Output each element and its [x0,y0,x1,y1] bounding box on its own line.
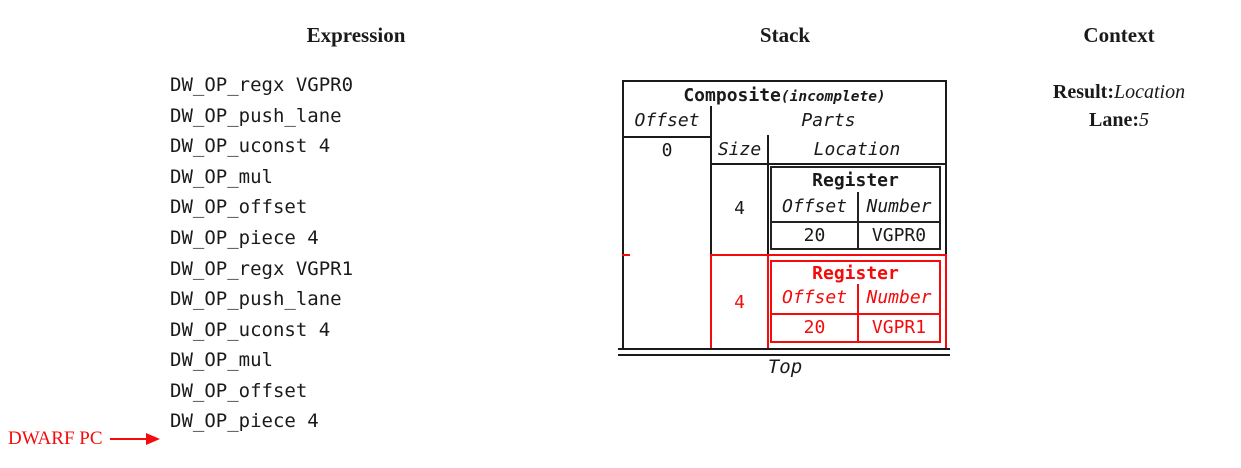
part1-register-number-header: Number [866,195,932,217]
composite-title: Composite [683,85,781,106]
dwarf-pc-arrow-head-icon [146,432,160,445]
dwarf-pc-label: DWARF PC [8,428,103,449]
part1-register-header-underline [772,221,939,223]
part2-register-number-header: Number [866,287,932,308]
expression-op: DW_OP_mul [170,349,273,372]
part2-top-border-highlight [710,254,947,256]
stack-column-header: Stack [759,23,811,47]
context-result-line: Result:Location [1019,78,1219,106]
part1-register-column-divider [857,192,859,248]
expression-op: DW_OP_offset [170,196,308,219]
context-lane-value: 5 [1139,108,1149,131]
expression-op: DW_OP_offset [170,379,308,402]
part2-register-offset-value: 20 [803,316,826,338]
expression-op: DW_OP_mul [170,165,273,188]
part2-left-border-tick-highlight [622,254,630,256]
expression-op: DW_OP_piece 4 [170,410,319,433]
expression-op: DW_OP_piece 4 [170,227,319,249]
part2-size-value: 4 [734,291,745,313]
composite-title-row: Composite(incomplete) [624,82,945,106]
part2-register-column-divider [857,284,859,341]
expression-column-header: Expression [306,23,406,47]
composite-qualifier: (incomplete) [780,89,886,105]
parts-size-header: Size [717,138,762,160]
dwarf-pc-arrow-line [110,438,147,440]
part2-register-number-value: VGPR1 [871,316,927,338]
context-lane-line: Lane:5 [1019,106,1219,134]
stack-top-line-upper [618,348,950,350]
offset-parts-divider [710,106,712,254]
part2-right-border-highlight [945,254,947,348]
composite-offset-header: Offset [634,109,700,131]
expression-op: DW_OP_push_lane [170,104,342,127]
stack-top-line-lower [618,354,950,356]
context-result-value: Location [1113,80,1186,103]
composite-offset-value: 0 [661,139,673,161]
composite-parts-header: Parts [801,109,856,131]
context-column-header: Context [1083,23,1155,47]
part1-register-title: Register [812,169,899,191]
expression-op: DW_OP_uconst 4 [170,135,331,158]
size-location-divider-highlight [767,254,769,348]
part1-register-offset-header: Offset [781,195,848,217]
expression-op: DW_OP_push_lane [170,288,342,311]
parts-location-header: Location [813,138,901,160]
context-lane-label: Lane: [1089,108,1139,131]
parts-header-underline [710,163,945,165]
part2-register-title: Register [812,262,899,284]
part2-register-offset-header: Offset [781,287,848,308]
part1-register-offset-value: 20 [803,225,826,246]
expression-op: DW_OP_regx VGPR1 [170,257,354,280]
part2-register-table: Register Offset Number 20 VGPR1 [770,260,941,343]
stack-top-label: Top [767,356,803,378]
stack-composite-table: Composite(incomplete) Offset Parts 0 Siz… [622,80,947,348]
part2-register-header-underline [772,313,939,315]
part1-size-value: 4 [734,198,745,219]
offset-header-underline [624,136,712,138]
size-location-divider [767,135,769,254]
part1-register-table: Register Offset Number 20 VGPR0 [770,166,941,250]
context-block: Result:Location Lane:5 [1019,78,1219,134]
expression-op: DW_OP_regx VGPR0 [170,74,354,97]
part1-register-number-value: VGPR0 [871,225,927,246]
offset-parts-divider-highlight [710,254,712,348]
expression-op: DW_OP_uconst 4 [170,318,331,341]
expression-list: DW_OP_regx VGPR0 DW_OP_push_lane DW_OP_u… [170,70,353,437]
context-result-label: Result: [1052,80,1114,103]
